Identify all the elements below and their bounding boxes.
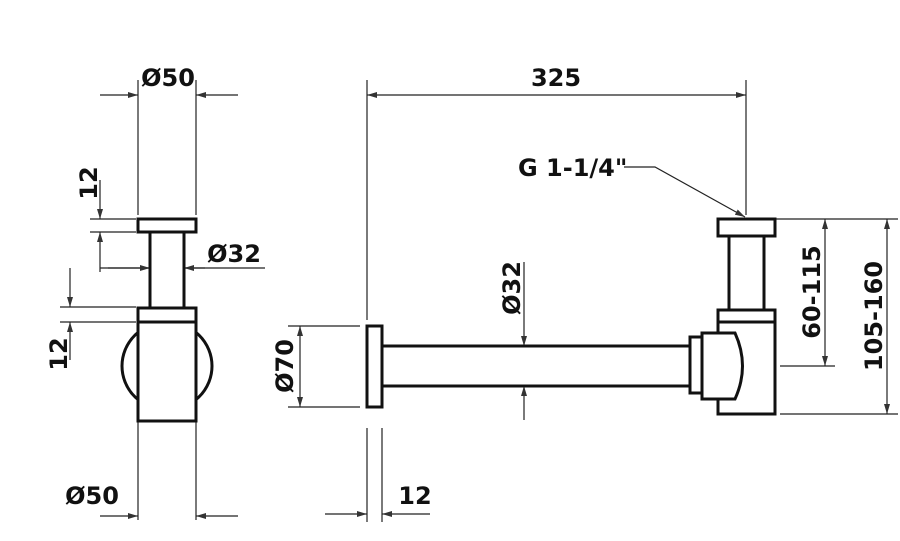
side-view: Ø50 12 12 Ø32 Ø50 [45, 64, 265, 520]
side-pipe [148, 230, 186, 310]
front-rosette [365, 324, 384, 409]
front-view: 325 G 1-1/4" Ø70 Ø32 12 60- [271, 64, 898, 522]
label-top-diameter: Ø50 [141, 64, 195, 92]
label-rosette-thickness: 12 [398, 482, 431, 510]
dimension-arm-diameter: Ø32 [498, 261, 527, 420]
side-nut [136, 306, 198, 324]
dimension-top-diameter: Ø50 [100, 64, 238, 98]
side-body [136, 320, 198, 423]
label-rosette-diameter: Ø70 [271, 339, 299, 393]
dimension-height-outer: 105-160 [860, 219, 890, 414]
label-thread: G 1-1/4" [518, 154, 627, 182]
dimension-overall-length: 325 [367, 64, 746, 98]
dimension-cap-thickness: 12 [75, 166, 103, 272]
side-view-part [120, 217, 214, 423]
dimension-nut-thickness: 12 [45, 268, 73, 371]
front-riser-pipe [727, 234, 766, 312]
label-height-outer: 105-160 [860, 261, 888, 371]
front-union-nut [700, 331, 744, 401]
thread-callout: G 1-1/4" [518, 154, 746, 218]
dimension-height-inner: 60-115 [798, 219, 828, 366]
front-nut [716, 308, 777, 324]
dimension-pipe-diameter: Ø32 [108, 240, 265, 271]
dimension-rosette-diameter: Ø70 [271, 326, 303, 407]
front-union-ring [688, 335, 704, 395]
label-height-inner: 60-115 [798, 245, 826, 338]
side-cap [136, 217, 198, 234]
label-cap-thickness: 12 [75, 166, 103, 199]
dimension-rosette-thickness: 12 [325, 482, 432, 517]
label-bottom-diameter: Ø50 [65, 482, 119, 510]
front-arm-pipe [380, 344, 699, 388]
dimension-bottom-diameter: Ø50 [65, 482, 238, 519]
label-pipe-diameter: Ø32 [207, 240, 261, 268]
front-view-part [365, 217, 777, 416]
front-top-cap [716, 217, 777, 238]
label-nut-thickness: 12 [45, 337, 73, 370]
label-arm-diameter: Ø32 [498, 261, 526, 315]
label-overall-length: 325 [531, 64, 581, 92]
